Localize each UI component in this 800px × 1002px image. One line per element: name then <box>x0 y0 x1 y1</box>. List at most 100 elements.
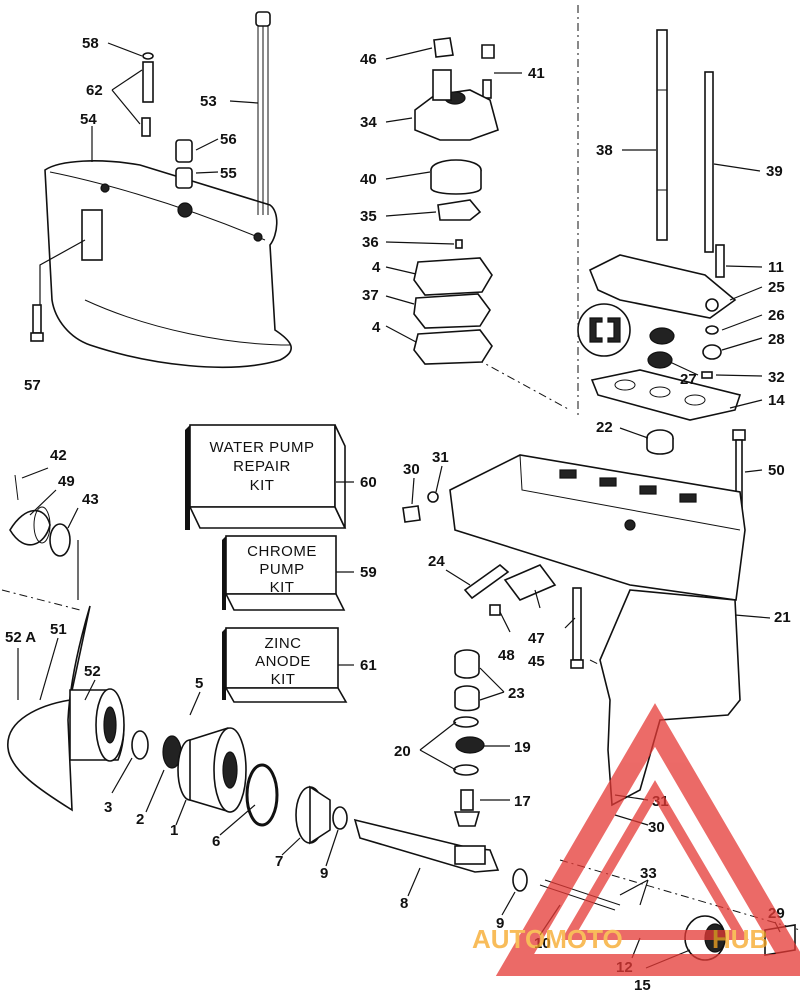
thrust-washers-3-2 <box>131 730 182 769</box>
callout-17: 17 <box>514 793 531 810</box>
callout-9-upper: 9 <box>320 865 328 882</box>
callout-14: 14 <box>768 392 785 409</box>
section-dividers <box>1 5 800 931</box>
callout-57: 57 <box>24 377 41 394</box>
propeller-nut-49 <box>9 474 71 557</box>
callout-9-lower: 9 <box>496 915 504 932</box>
bevel-gear-7 <box>295 785 331 845</box>
water-pump-kit-line2: REPAIR <box>233 458 291 475</box>
callout-39: 39 <box>766 163 783 180</box>
callout-25: 25 <box>768 279 785 296</box>
chrome-pump-kit-line3: KIT <box>270 579 295 596</box>
callout-3: 3 <box>104 799 112 816</box>
callout-45: 45 <box>528 653 545 670</box>
callout-33: 33 <box>640 865 657 882</box>
callout-36: 36 <box>362 234 379 251</box>
bolt-53 <box>255 11 271 215</box>
chrome-pump-kit-box: CHROME PUMP KIT <box>222 535 346 611</box>
washer-9a <box>332 806 348 830</box>
callout-30-lower: 30 <box>648 819 665 836</box>
leader-57-housing <box>39 239 86 305</box>
propeller-shaft-8 <box>353 818 500 873</box>
callout-54: 54 <box>80 111 97 128</box>
driveshaft-38 <box>656 29 668 241</box>
callout-32: 32 <box>768 369 785 386</box>
bearing-housing-1 <box>177 727 247 813</box>
seal-detail-circle <box>577 303 631 357</box>
callout-15: 15 <box>634 977 651 994</box>
callout-19: 19 <box>514 739 531 756</box>
callout-49: 49 <box>58 473 75 490</box>
watermark-text-automoto: AUTOMOTO <box>472 924 623 954</box>
callout-8: 8 <box>400 895 408 912</box>
washer-9b <box>512 868 528 892</box>
callout-52a: 52 A <box>5 629 36 646</box>
callout-24: 24 <box>428 553 445 570</box>
callout-42: 42 <box>50 447 67 464</box>
callout-1: 1 <box>170 822 178 839</box>
callout-51: 51 <box>50 621 67 638</box>
watermark-logo: AUTOMOTO HUB <box>472 703 800 976</box>
callout-46: 46 <box>360 51 377 68</box>
callout-38: 38 <box>596 142 613 159</box>
callout-62: 62 <box>86 82 103 99</box>
callout-labels: 58 62 53 54 56 55 57 46 41 34 40 35 36 4… <box>5 35 791 994</box>
callout-43: 43 <box>82 491 99 508</box>
callout-61: 61 <box>360 657 377 674</box>
callout-4-upper: 4 <box>372 259 381 276</box>
pin-24-plate-47 <box>463 563 557 616</box>
callout-56: 56 <box>220 131 237 148</box>
callout-50: 50 <box>768 462 785 479</box>
watermark-text-hub: HUB <box>712 924 768 954</box>
callout-40: 40 <box>360 171 377 188</box>
watermark-triangle <box>495 703 800 976</box>
shift-rod-39 <box>704 71 714 253</box>
callout-59: 59 <box>360 564 377 581</box>
watermark-inner-triangle <box>561 780 749 940</box>
callout-28: 28 <box>768 331 785 348</box>
callout-11: 11 <box>768 259 784 276</box>
callout-60: 60 <box>360 474 377 491</box>
screw-57 <box>30 304 44 342</box>
zinc-anode-kit-line2: ANODE <box>255 653 311 670</box>
callout-26: 26 <box>768 307 785 324</box>
callout-23: 23 <box>508 685 525 702</box>
callout-34: 34 <box>360 114 377 131</box>
callout-6: 6 <box>212 833 220 850</box>
o-ring-6 <box>245 763 279 827</box>
water-pump-kit-box: WATER PUMP REPAIR KIT <box>185 424 347 530</box>
chrome-pump-kit-line2: PUMP <box>259 561 304 578</box>
callout-58: 58 <box>82 35 99 52</box>
leader-lines <box>17 42 781 969</box>
callout-41: 41 <box>528 65 545 82</box>
small-parts-30-31 <box>402 491 439 523</box>
callout-22: 22 <box>596 419 613 436</box>
water-pump-kit-line3: KIT <box>250 477 275 494</box>
callout-2: 2 <box>136 811 144 828</box>
small-parts-58-62-55-56 <box>141 52 193 189</box>
retainer-plate-11 <box>588 244 737 319</box>
callout-21: 21 <box>774 609 791 626</box>
callout-47: 47 <box>528 630 545 647</box>
water-pump-kit-line1: WATER PUMP <box>210 439 315 456</box>
callout-31-upper: 31 <box>432 449 449 466</box>
callout-4-lower: 4 <box>372 319 381 336</box>
callout-5: 5 <box>195 675 203 692</box>
callout-55: 55 <box>220 165 237 182</box>
callout-35: 35 <box>360 208 377 225</box>
callout-20: 20 <box>394 743 411 760</box>
zinc-anode-kit-line1: ZINC <box>265 635 302 652</box>
callout-37: 37 <box>362 287 379 304</box>
stud-45 <box>570 587 584 669</box>
seals-26-27-28 <box>647 325 722 379</box>
callout-48: 48 <box>498 647 515 664</box>
gasket-14 <box>590 369 742 421</box>
callout-30-upper: 30 <box>403 461 420 478</box>
bearings-23-19-20 <box>453 649 485 827</box>
callout-53: 53 <box>200 93 217 110</box>
callout-7: 7 <box>275 853 283 870</box>
water-pump-parts <box>413 37 499 365</box>
gearcase-21 <box>449 454 746 807</box>
